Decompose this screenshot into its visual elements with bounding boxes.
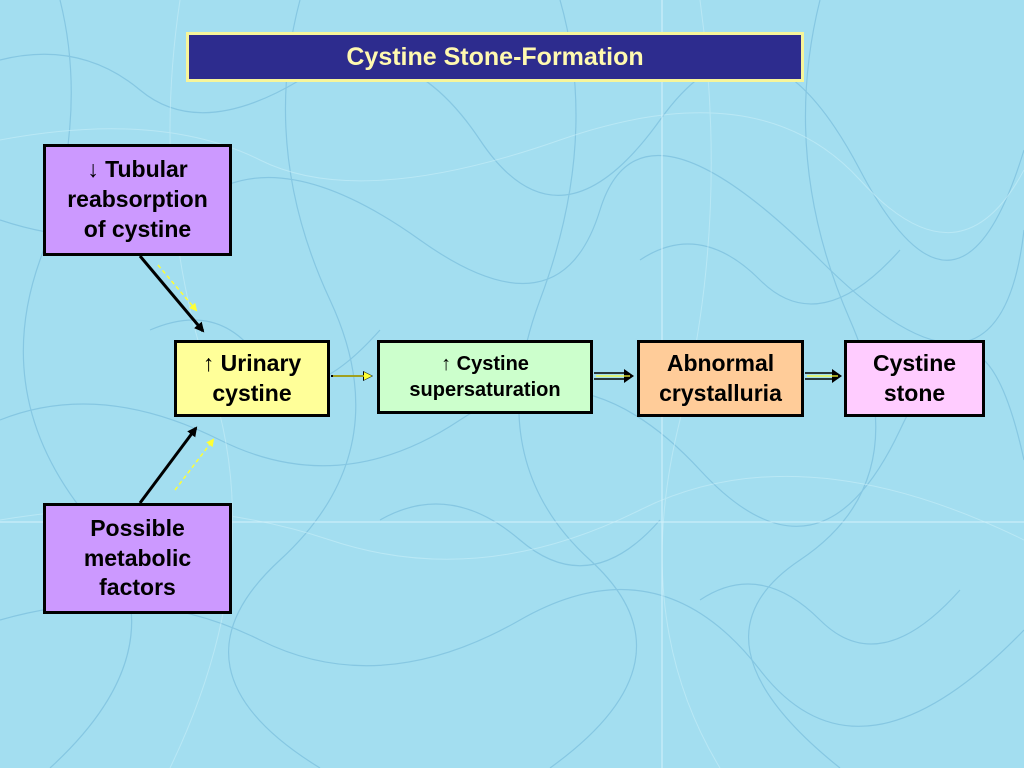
crystalluria-line1: Abnormal — [666, 349, 775, 376]
metabolic-line2: metabolic — [83, 544, 192, 571]
urinary-line1: Urinary — [220, 349, 302, 376]
accent-arrow-metabolic — [174, 438, 215, 491]
arrow-supersat-to-crystalluria — [594, 369, 634, 383]
cystine-supersaturation-box: ↑ Cystine supersaturation — [377, 340, 593, 414]
abnormal-crystalluria-box: Abnormal crystalluria — [637, 340, 804, 417]
urinary-line2: cystine — [212, 379, 292, 406]
slide-title: Cystine Stone-Formation — [186, 32, 804, 82]
supersat-line1: Cystine — [456, 353, 529, 375]
arrow-metabolic-to-urinary — [138, 426, 198, 504]
stone-line1: Cystine — [872, 349, 957, 376]
metabolic-factors-box: Possible metabolic factors — [43, 503, 232, 614]
metabolic-line3: factors — [99, 574, 176, 601]
cystine-stone-box: Cystine stone — [844, 340, 985, 417]
up-arrow-icon: ↑ — [202, 349, 215, 376]
up-arrow-icon: ↑ — [441, 353, 452, 375]
metabolic-line1: Possible — [90, 514, 185, 541]
tubular-line2: reabsorption — [67, 186, 208, 213]
arrow-tubular-to-urinary — [138, 255, 205, 333]
tubular-reabsorption-box: ↓ Tubular reabsorption of cystine — [43, 144, 232, 256]
tubular-line1: Tubular — [105, 156, 188, 183]
urinary-cystine-box: ↑ Urinary cystine — [174, 340, 330, 417]
crystalluria-line2: crystalluria — [659, 379, 782, 406]
tubular-line3: of cystine — [83, 215, 192, 242]
stone-line2: stone — [883, 379, 946, 406]
arrow-crystalluria-to-stone — [805, 369, 842, 383]
supersat-line2: supersaturation — [409, 379, 561, 401]
down-arrow-icon: ↓ — [87, 156, 99, 183]
accent-arrow-tubular — [157, 264, 198, 312]
